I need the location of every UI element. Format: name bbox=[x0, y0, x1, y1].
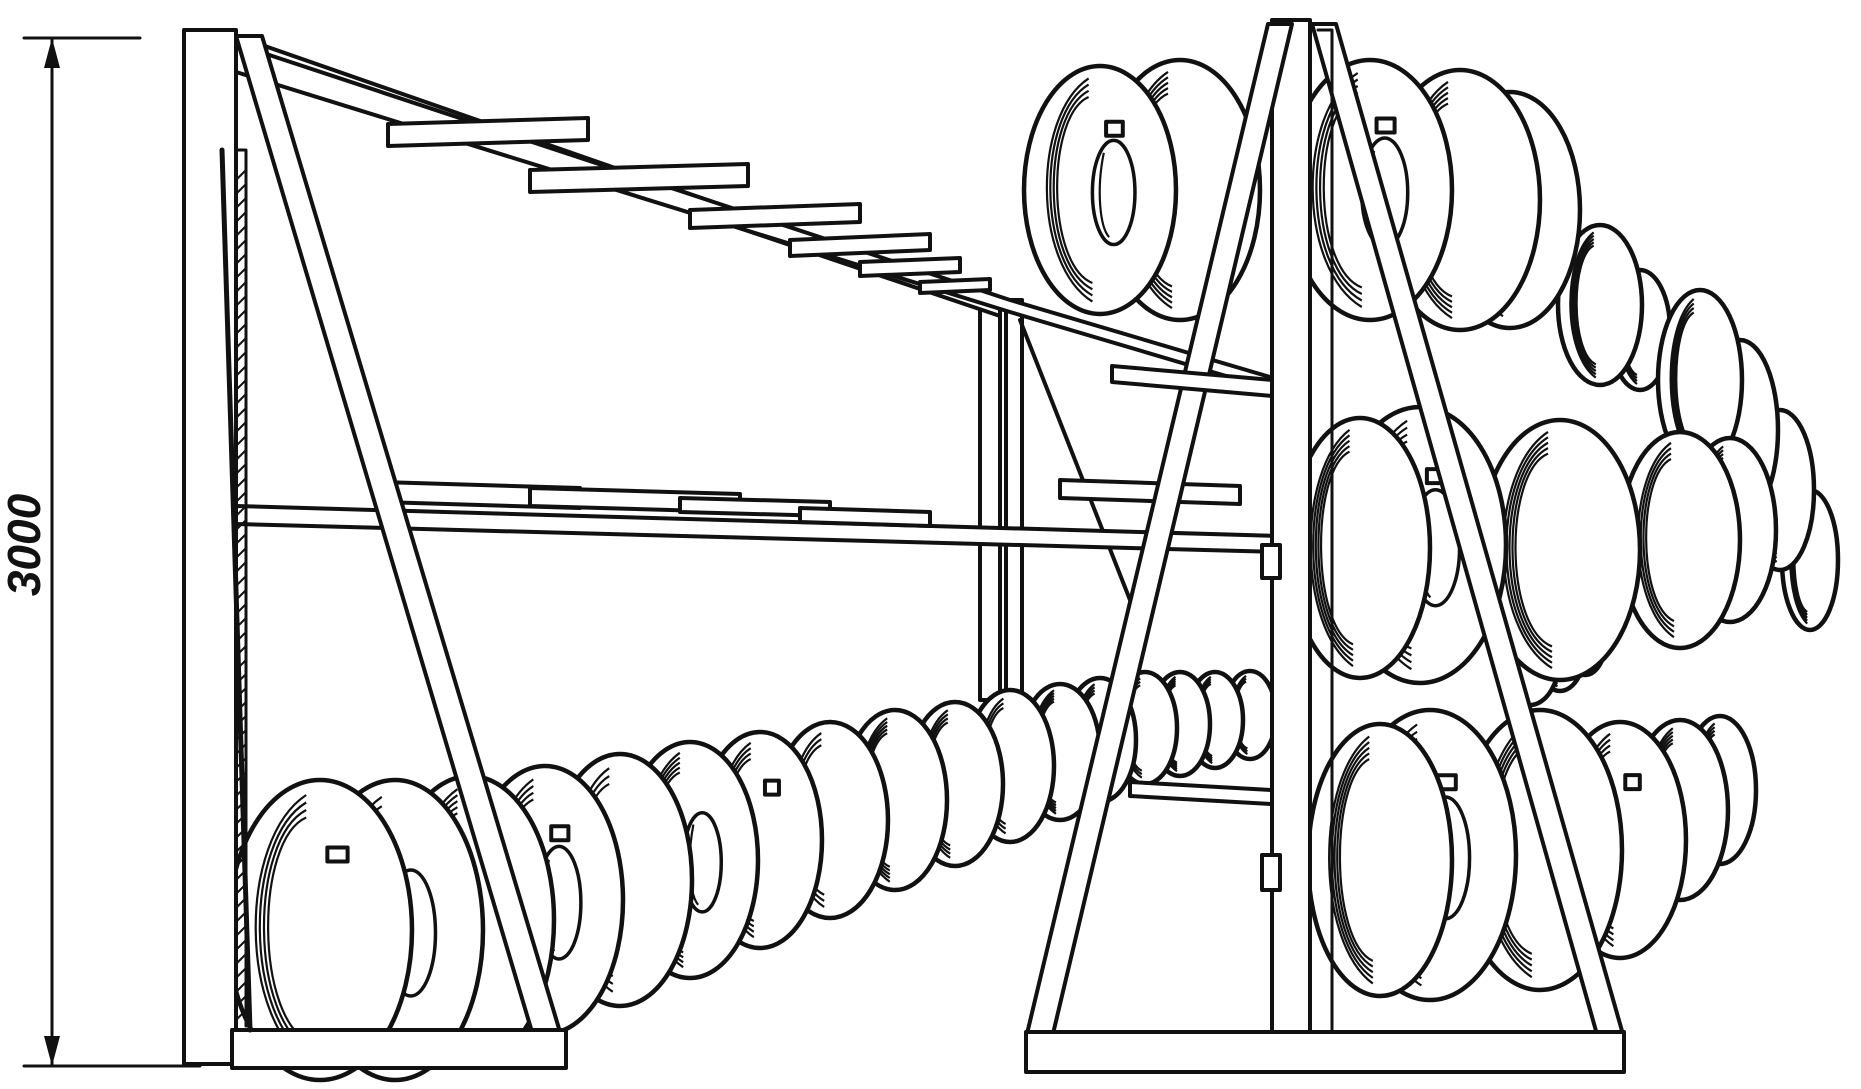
top-cross-arm bbox=[918, 277, 992, 295]
middle-beam bbox=[234, 478, 1282, 554]
top-cross-arms bbox=[386, 116, 992, 295]
left-frame-post bbox=[182, 28, 238, 1066]
top-cross-arm bbox=[858, 256, 962, 278]
right-frame-post bbox=[1270, 18, 1312, 1064]
top-cross-arm bbox=[528, 162, 750, 194]
rear-upright-left bbox=[978, 298, 1002, 702]
top-cross-arm bbox=[788, 232, 932, 258]
middle-cross-arms bbox=[378, 478, 1242, 528]
lower-coil-row bbox=[225, 592, 1610, 1083]
wire-coil bbox=[1555, 222, 1645, 388]
left-frame-hatch-edge bbox=[234, 148, 248, 1028]
dimension-label: 3000 bbox=[0, 493, 50, 596]
coil-tag bbox=[1623, 773, 1642, 792]
height-dimension: 3000 bbox=[0, 36, 202, 1068]
coil-tag bbox=[1104, 119, 1125, 138]
top-cross-arm bbox=[386, 116, 590, 148]
right-a-frame bbox=[1024, 18, 1626, 1074]
right-frame-back-post bbox=[1316, 28, 1334, 1032]
left-a-frame bbox=[182, 28, 568, 1070]
right-upper-arm bbox=[1110, 364, 1274, 398]
wire-coil bbox=[1287, 415, 1433, 681]
coil-tag bbox=[325, 845, 350, 864]
wire-coil bbox=[1021, 63, 1179, 317]
coil-tag bbox=[1374, 116, 1397, 135]
middle-cross-arm bbox=[1058, 478, 1242, 506]
right-frame-base bbox=[1024, 1030, 1626, 1074]
right-lower-arm bbox=[1128, 780, 1274, 806]
dimension-arrow-bottom bbox=[44, 1036, 60, 1066]
left-frame-base bbox=[230, 1028, 568, 1070]
right-coil-stacks bbox=[1021, 57, 1841, 1003]
rear-diagonal-brace bbox=[1018, 318, 1132, 602]
dimension-arrow-top bbox=[44, 38, 60, 68]
left-frame-hatching bbox=[235, 169, 247, 1021]
top-cross-arm bbox=[688, 202, 862, 230]
rear-upright-right bbox=[1004, 298, 1024, 702]
right-frame-bolt bbox=[1260, 853, 1282, 892]
wire-coil bbox=[1655, 287, 1745, 473]
middle-cross-arm bbox=[798, 506, 932, 528]
right-frame-bolt bbox=[1260, 543, 1282, 580]
coil-tag bbox=[762, 778, 781, 797]
wire-coil bbox=[1305, 721, 1455, 999]
coil-tag bbox=[549, 824, 571, 843]
